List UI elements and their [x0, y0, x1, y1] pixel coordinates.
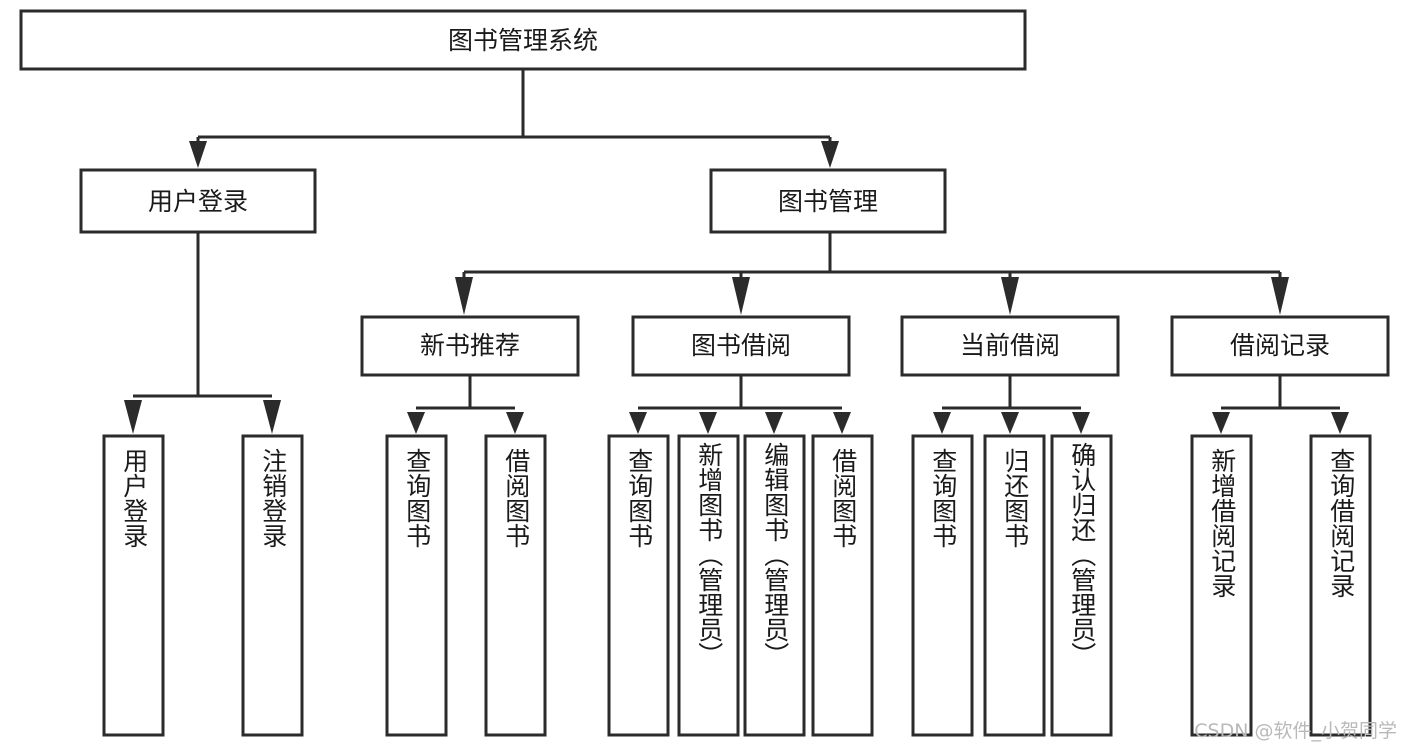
connector-group-current-borrow: [933, 375, 1090, 434]
arrow-head-book-manage: [821, 141, 839, 168]
node-book-manage[interactable]: 图书管理: [709, 168, 947, 234]
arrow-head-current-borrow: [1001, 277, 1019, 315]
leaf-node-query-book-3[interactable]: 查询图书: [911, 434, 974, 737]
arrow-head-leaf-user-login: [124, 400, 142, 434]
leaf-add-record-box[interactable]: [1190, 434, 1253, 737]
leaf-borrow-book-2-box[interactable]: [811, 434, 874, 737]
node-new-book-recommend-label: 新书推荐: [420, 331, 520, 360]
arrow-head-leaf-borrow-book-2: [833, 412, 851, 434]
node-book-manage-box[interactable]: [709, 168, 947, 234]
node-borrow-record-box[interactable]: [1170, 315, 1390, 377]
leaf-query-record-label: 查询借阅记录: [1326, 448, 1356, 598]
arrow-head-new-book-recommend: [455, 277, 473, 315]
leaf-node-user-logout[interactable]: 注销登录: [241, 434, 304, 737]
arrow-head-leaf-edit-book: [765, 412, 783, 434]
leaf-borrow-book-2-label: 借阅图书: [828, 448, 858, 548]
leaf-node-query-record[interactable]: 查询借阅记录: [1309, 434, 1372, 737]
node-borrow-record-label: 借阅记录: [1230, 331, 1330, 360]
connector-group-root: [189, 69, 839, 168]
arrow-head-leaf-query-book-2: [629, 412, 647, 434]
leaf-edit-book-label: 编辑图书（管理员）: [760, 442, 790, 667]
leaf-return-book-label: 归还图书: [1000, 448, 1030, 548]
leaf-confirm-return-label: 确认归还（管理员）: [1067, 442, 1097, 667]
arrow-head-leaf-borrow-book-1: [506, 412, 524, 434]
leaf-user-login-label: 用户登录: [119, 448, 149, 548]
node-book-borrow[interactable]: 图书借阅: [631, 315, 851, 377]
arrow-head-leaf-return-book: [1001, 412, 1019, 434]
leaf-query-book-2-label: 查询图书: [624, 448, 654, 548]
node-book-borrow-box[interactable]: [631, 315, 851, 377]
arrow-head-leaf-query-record: [1331, 412, 1349, 434]
leaf-query-book-1-label: 查询图书: [402, 448, 432, 548]
node-user-login[interactable]: 用户登录: [79, 168, 317, 234]
node-new-book-recommend[interactable]: 新书推荐: [360, 315, 580, 377]
leaf-user-login-box[interactable]: [102, 434, 165, 737]
leaf-confirm-return-box[interactable]: [1050, 434, 1113, 737]
leaf-borrow-book-1-box[interactable]: [484, 434, 547, 737]
arrow-head-user-login: [189, 141, 207, 168]
node-current-borrow-label: 当前借阅: [960, 331, 1060, 360]
leaf-node-add-book[interactable]: 新增图书（管理员）: [677, 434, 740, 737]
node-user-login-label: 用户登录: [148, 187, 248, 216]
leaf-query-record-box[interactable]: [1309, 434, 1372, 737]
arrow-head-leaf-add-record: [1212, 412, 1230, 434]
leaf-node-add-record[interactable]: 新增借阅记录: [1190, 434, 1253, 737]
leaf-node-return-book[interactable]: 归还图书: [983, 434, 1046, 737]
connector-group-user-login: [124, 232, 281, 434]
leaf-user-logout-label: 注销登录: [258, 448, 288, 548]
node-book-borrow-label: 图书借阅: [691, 331, 791, 360]
leaf-query-book-1-box[interactable]: [385, 434, 448, 737]
connector-group-borrow-record: [1212, 375, 1349, 434]
leaf-node-user-login[interactable]: 用户登录: [102, 434, 165, 737]
leaf-edit-book-box[interactable]: [743, 434, 806, 737]
connector-group-book-manage: [455, 232, 1289, 315]
leaf-query-book-3-label: 查询图书: [928, 448, 958, 548]
leaf-query-book-2-box[interactable]: [607, 434, 670, 737]
node-new-book-recommend-box[interactable]: [360, 315, 580, 377]
leaf-add-book-box[interactable]: [677, 434, 740, 737]
arrow-head-leaf-user-logout: [263, 400, 281, 434]
arrow-head-leaf-confirm-return: [1072, 412, 1090, 434]
arrow-head-leaf-query-book-3: [933, 412, 951, 434]
leaf-return-book-box[interactable]: [983, 434, 1046, 737]
arrow-head-leaf-query-book-1: [407, 412, 425, 434]
leaf-user-logout-box[interactable]: [241, 434, 304, 737]
node-book-manage-label: 图书管理: [778, 187, 878, 216]
node-root[interactable]: 图书管理系统: [19, 9, 1027, 71]
leaf-node-edit-book[interactable]: 编辑图书（管理员）: [743, 434, 806, 737]
leaf-node-borrow-book-1[interactable]: 借阅图书: [484, 434, 547, 737]
node-root-label: 图书管理系统: [448, 26, 598, 55]
arrow-head-borrow-record: [1271, 277, 1289, 315]
node-user-login-box[interactable]: [79, 168, 317, 234]
leaf-node-confirm-return[interactable]: 确认归还（管理员）: [1050, 434, 1113, 737]
leaf-add-book-label: 新增图书（管理员）: [694, 442, 724, 667]
leaf-borrow-book-1-label: 借阅图书: [501, 448, 531, 548]
node-current-borrow-box[interactable]: [900, 315, 1120, 377]
node-borrow-record[interactable]: 借阅记录: [1170, 315, 1390, 377]
leaf-node-query-book-1[interactable]: 查询图书: [385, 434, 448, 737]
connector-group-book-borrow: [629, 375, 851, 434]
leaf-node-query-book-2[interactable]: 查询图书: [607, 434, 670, 737]
leaf-add-record-label: 新增借阅记录: [1207, 448, 1237, 598]
leaf-node-borrow-book-2[interactable]: 借阅图书: [811, 434, 874, 737]
leaf-query-book-3-box[interactable]: [911, 434, 974, 737]
node-root-box[interactable]: [19, 9, 1027, 71]
node-current-borrow[interactable]: 当前借阅: [900, 315, 1120, 377]
arrow-head-book-borrow: [732, 277, 750, 315]
connector-group-new-book-recommend: [407, 375, 524, 434]
arrow-head-leaf-add-book: [699, 412, 717, 434]
